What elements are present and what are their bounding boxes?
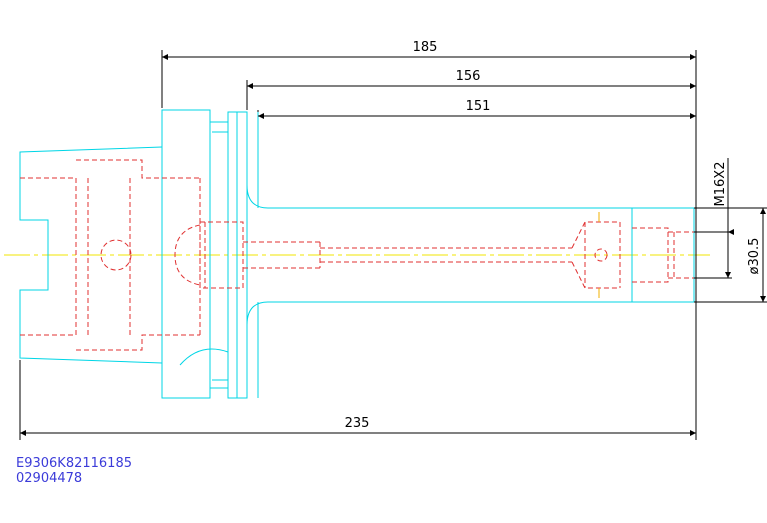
order-number: 02904478: [16, 471, 83, 486]
part-code: E9306K82116185: [16, 456, 132, 471]
holder-outline: [19, 109, 695, 399]
dim-151: 151: [466, 99, 491, 114]
dim-156: 156: [456, 69, 481, 84]
dimension-lines: [19, 50, 767, 440]
dim-thread: M16X2: [713, 162, 728, 207]
hidden-lines: [20, 159, 694, 351]
dim-185: 185: [413, 40, 438, 55]
dim-235: 235: [345, 416, 370, 431]
dim-diameter: ø30.5: [747, 238, 762, 275]
